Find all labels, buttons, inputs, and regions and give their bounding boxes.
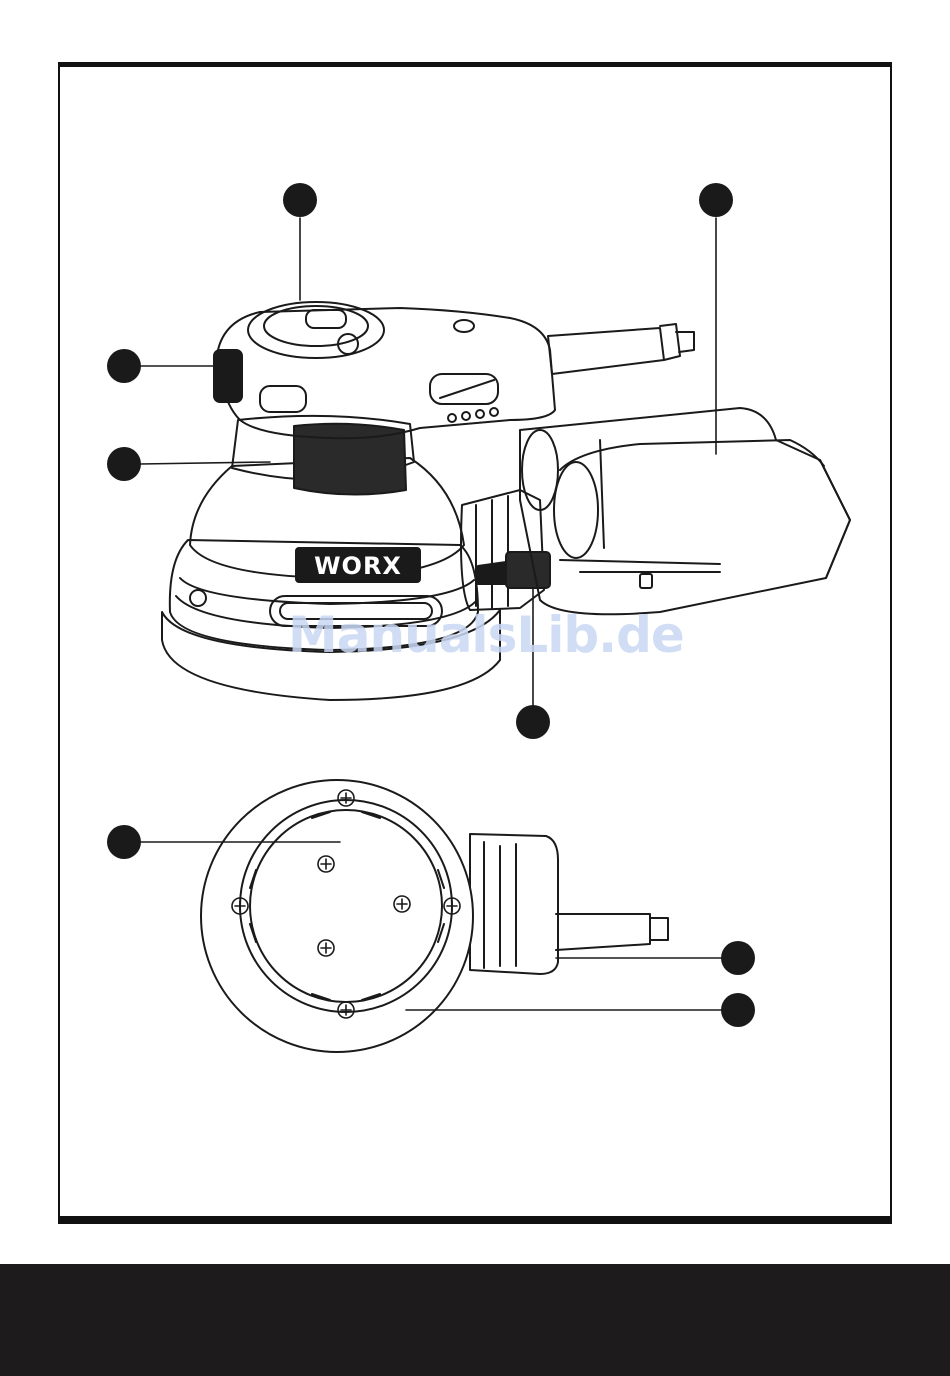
- dust-port-release: [506, 552, 550, 588]
- callout-marker: [721, 941, 755, 975]
- top-handle: [218, 308, 555, 438]
- watermark: ManualsLib.de: [288, 606, 668, 666]
- dust-canister: [520, 408, 850, 614]
- dust-port: [461, 490, 544, 610]
- power-cord-bottom: [556, 914, 650, 950]
- callout-marker: [699, 183, 733, 217]
- power-switch: [214, 350, 242, 402]
- footer-band: [0, 1264, 950, 1376]
- worx-badge: WORX: [296, 548, 420, 582]
- callout-marker: [107, 447, 141, 481]
- callout-marker: [107, 349, 141, 383]
- callout-marker: [516, 705, 550, 739]
- worx-badge-text: WORX: [314, 552, 402, 580]
- sander-bottom-view: [201, 780, 668, 1052]
- callout-marker: [283, 183, 317, 217]
- callout-marker: [721, 993, 755, 1027]
- power-cord: [548, 328, 664, 374]
- callout-marker: [107, 825, 141, 859]
